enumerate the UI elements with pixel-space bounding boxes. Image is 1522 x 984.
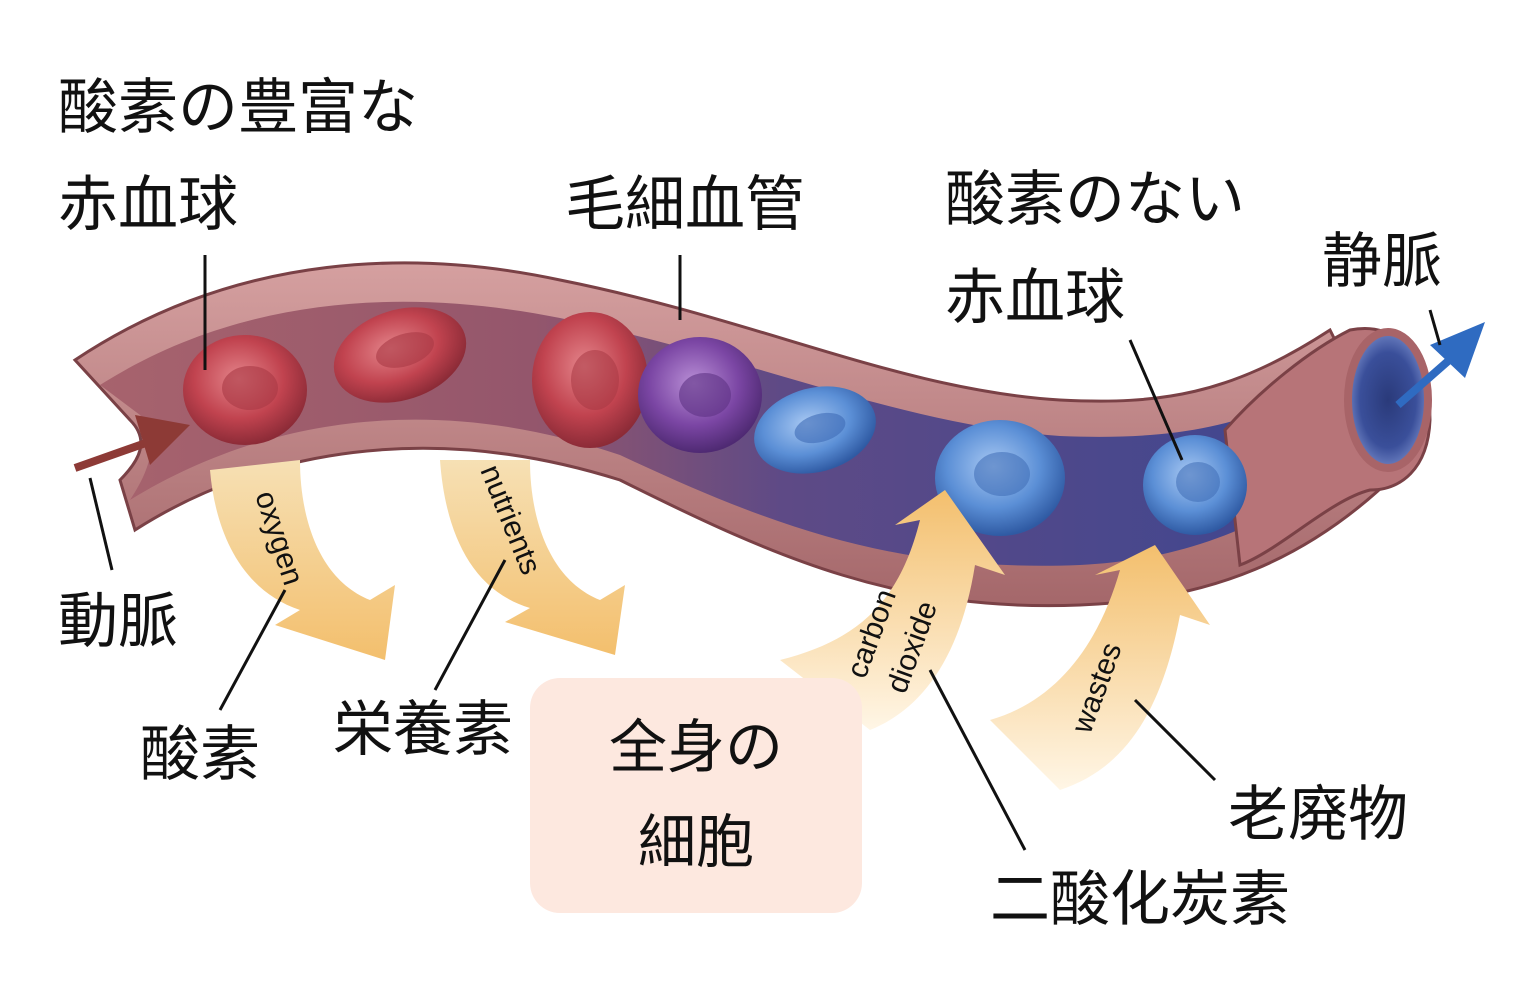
leader-carbon-dioxide: [928, 669, 1027, 851]
body-cells-label: 全身の 細胞: [530, 700, 862, 890]
rbc-deoxygenated-2: [935, 420, 1065, 536]
body-cells-line2: 細胞: [637, 808, 754, 876]
rbc-oxygenated-1: [183, 335, 307, 445]
body-cells-line1: 全身の: [608, 713, 783, 781]
label-oxygen-rich-line2: 赤血球: [58, 170, 238, 240]
oxygen-flow-arrow: [210, 460, 395, 660]
label-oxygen-poor-line1: 酸素のない: [945, 165, 1245, 235]
body-cells-box: [530, 678, 862, 913]
leader-oxygen-poor-rbc: [1128, 339, 1184, 461]
leader-nutrients: [433, 559, 507, 691]
label-oxygen: 酸素: [140, 720, 260, 790]
vein-opening: [1344, 328, 1432, 472]
carbon-dioxide-flow-arrow: [780, 490, 1005, 730]
rbc-oxygenated-3: [532, 312, 648, 448]
label-carbon-dioxide: 二酸化炭素: [990, 865, 1290, 935]
wastes-flow-arrow: [990, 545, 1210, 790]
rbc-deoxygenated-1: [754, 386, 876, 474]
rbc-oxygenated-2: [333, 307, 467, 403]
leader-oxygen: [218, 589, 287, 711]
label-nutrients: 栄養素: [333, 695, 513, 765]
rbc-deoxygenated-3: [1143, 435, 1247, 535]
leader-wastes: [1133, 698, 1217, 782]
leader-artery: [88, 477, 114, 571]
label-artery: 動脈: [58, 587, 178, 657]
leader-vein: [1428, 309, 1442, 346]
label-capillary: 毛細血管: [565, 170, 805, 240]
rbc-transitional: [638, 337, 762, 453]
vein-flow-arrow: [1395, 322, 1485, 409]
label-vein: 静脈: [1322, 227, 1442, 297]
artery-flow-arrow: [73, 415, 190, 472]
label-waste: 老廃物: [1228, 780, 1408, 850]
label-oxygen-poor-line2: 赤血球: [945, 263, 1125, 333]
nutrients-flow-arrow: [440, 460, 625, 655]
label-oxygen-rich-line1: 酸素の豊富な: [58, 73, 418, 143]
